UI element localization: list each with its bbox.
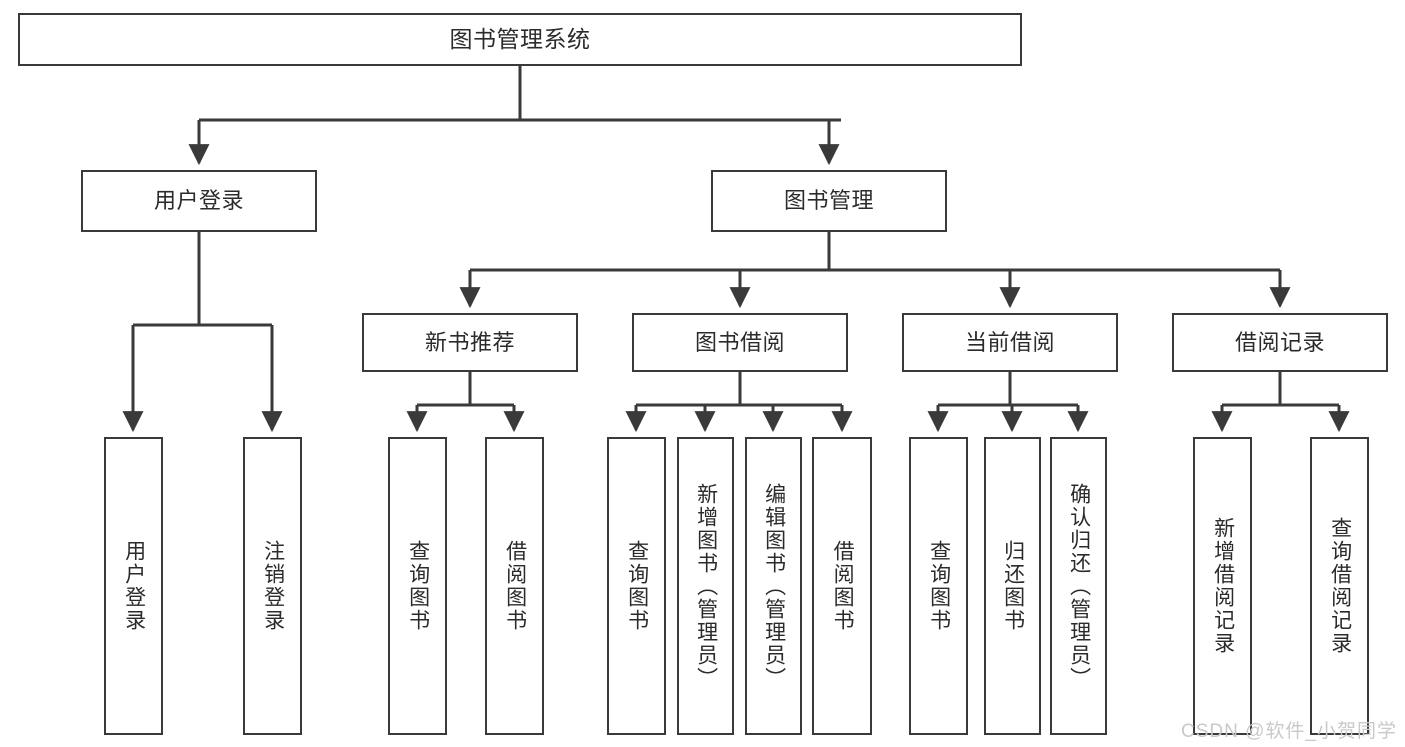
node-leaf-user-login[interactable]: 用户登录 — [104, 437, 163, 735]
node-leaf-query-book-2[interactable]: 查询图书 — [607, 437, 666, 735]
node-leaf-query-borrow-record-label: 查询借阅记录 — [1328, 517, 1352, 655]
node-leaf-confirm-return[interactable]: 确认归还（管理员） — [1050, 437, 1107, 735]
node-book-manage[interactable]: 图书管理 — [711, 170, 947, 232]
node-leaf-confirm-return-label: 确认归还（管理员） — [1067, 482, 1091, 690]
node-leaf-borrow-book-2-label: 借阅图书 — [831, 540, 855, 632]
node-leaf-query-borrow-record[interactable]: 查询借阅记录 — [1310, 437, 1369, 735]
node-leaf-return-book[interactable]: 归还图书 — [984, 437, 1041, 735]
node-borrow-record[interactable]: 借阅记录 — [1172, 313, 1388, 372]
node-leaf-query-book-3[interactable]: 查询图书 — [909, 437, 968, 735]
node-leaf-add-book[interactable]: 新增图书（管理员） — [677, 437, 734, 735]
node-book-borrow[interactable]: 图书借阅 — [632, 313, 848, 372]
node-leaf-query-book-3-label: 查询图书 — [927, 540, 951, 632]
node-leaf-edit-book-label: 编辑图书（管理员） — [762, 482, 786, 690]
node-current-borrow-label: 当前借阅 — [964, 329, 1055, 355]
node-leaf-borrow-book-1-label: 借阅图书 — [503, 540, 527, 632]
node-leaf-logout-login[interactable]: 注销登录 — [243, 437, 302, 735]
watermark: CSDN @软件_小贺同学 — [1181, 721, 1397, 742]
node-new-book-recommend[interactable]: 新书推荐 — [362, 313, 578, 372]
node-leaf-edit-book[interactable]: 编辑图书（管理员） — [745, 437, 802, 735]
node-root[interactable]: 图书管理系统 — [18, 13, 1022, 66]
node-book-borrow-label: 图书借阅 — [694, 329, 785, 355]
node-borrow-record-label: 借阅记录 — [1234, 329, 1325, 355]
node-root-label: 图书管理系统 — [449, 26, 591, 53]
node-user-login[interactable]: 用户登录 — [81, 170, 317, 232]
node-user-login-label: 用户登录 — [153, 188, 244, 214]
node-leaf-borrow-book-1[interactable]: 借阅图书 — [485, 437, 544, 735]
node-leaf-return-book-label: 归还图书 — [1001, 540, 1025, 632]
node-leaf-add-book-label: 新增图书（管理员） — [694, 482, 718, 690]
node-leaf-user-login-label: 用户登录 — [122, 540, 146, 632]
node-leaf-query-book-2-label: 查询图书 — [625, 540, 649, 632]
node-leaf-borrow-book-2[interactable]: 借阅图书 — [812, 437, 872, 735]
node-current-borrow[interactable]: 当前借阅 — [902, 313, 1118, 372]
node-leaf-logout-login-label: 注销登录 — [261, 540, 285, 632]
node-leaf-query-book-1-label: 查询图书 — [406, 540, 430, 632]
node-leaf-query-book-1[interactable]: 查询图书 — [388, 437, 447, 735]
node-leaf-add-borrow-record-label: 新增借阅记录 — [1211, 517, 1235, 655]
node-new-book-recommend-label: 新书推荐 — [424, 329, 515, 355]
node-book-manage-label: 图书管理 — [783, 188, 874, 214]
node-leaf-add-borrow-record[interactable]: 新增借阅记录 — [1193, 437, 1252, 735]
